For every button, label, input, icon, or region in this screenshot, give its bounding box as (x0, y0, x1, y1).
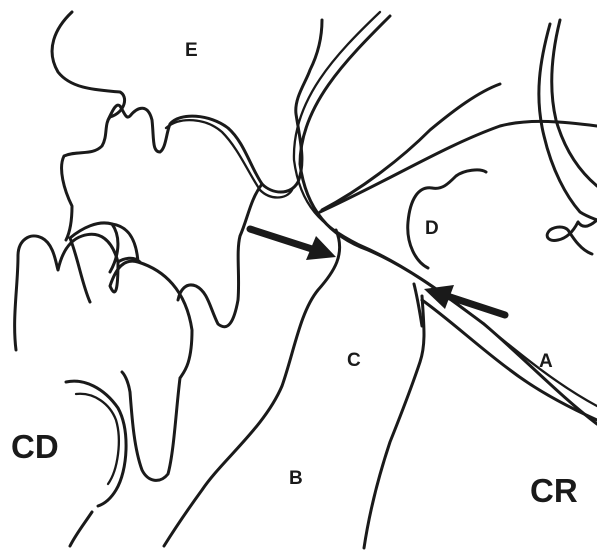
label-c: C (347, 351, 361, 370)
region-d-lower-outline (414, 284, 422, 326)
right-tooth-inner-outline (552, 20, 597, 186)
label-a: A (539, 352, 553, 371)
right-tooth-zigzag (547, 220, 597, 254)
central-tooth-outline (178, 184, 262, 327)
cd-curve-outer (66, 381, 126, 506)
region-d-outline (408, 170, 486, 268)
long-curve-4 (320, 121, 597, 212)
left-bottom-edge (70, 512, 92, 546)
region-b-left-outline (164, 230, 340, 546)
region-c-right-outline (364, 296, 424, 548)
label-d: D (425, 219, 439, 238)
label-cr: CR (530, 474, 578, 507)
long-curve-3 (322, 84, 500, 210)
cd-curve-inner (76, 394, 119, 484)
label-cd: CD (11, 430, 59, 463)
label-e: E (185, 41, 198, 60)
label-b: B (289, 469, 303, 488)
upper-tooth-inner-outline (166, 120, 292, 197)
arrow-left-pointer (250, 229, 336, 260)
